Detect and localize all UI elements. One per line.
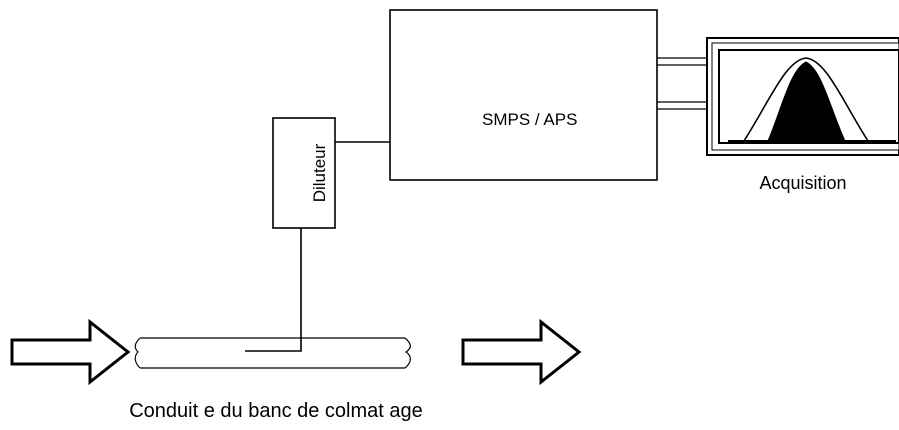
- diluter-box: [272, 117, 336, 229]
- smps-aps-box: [389, 9, 658, 181]
- conduit-label: Conduit e du banc de colmat age: [129, 400, 423, 422]
- outlet-flow-arrow: [461, 318, 582, 386]
- size-distribution-graph: [728, 57, 896, 142]
- diluter-label: Diluteur: [310, 143, 329, 202]
- sampling-probe: [245, 228, 302, 352]
- data-cable: [657, 57, 712, 110]
- acquisition-label: Acquisition: [759, 173, 846, 193]
- conduit-pipe: [134, 337, 411, 369]
- inlet-flow-arrow: [10, 318, 131, 386]
- smps-aps-label: SMPS / APS: [482, 110, 577, 129]
